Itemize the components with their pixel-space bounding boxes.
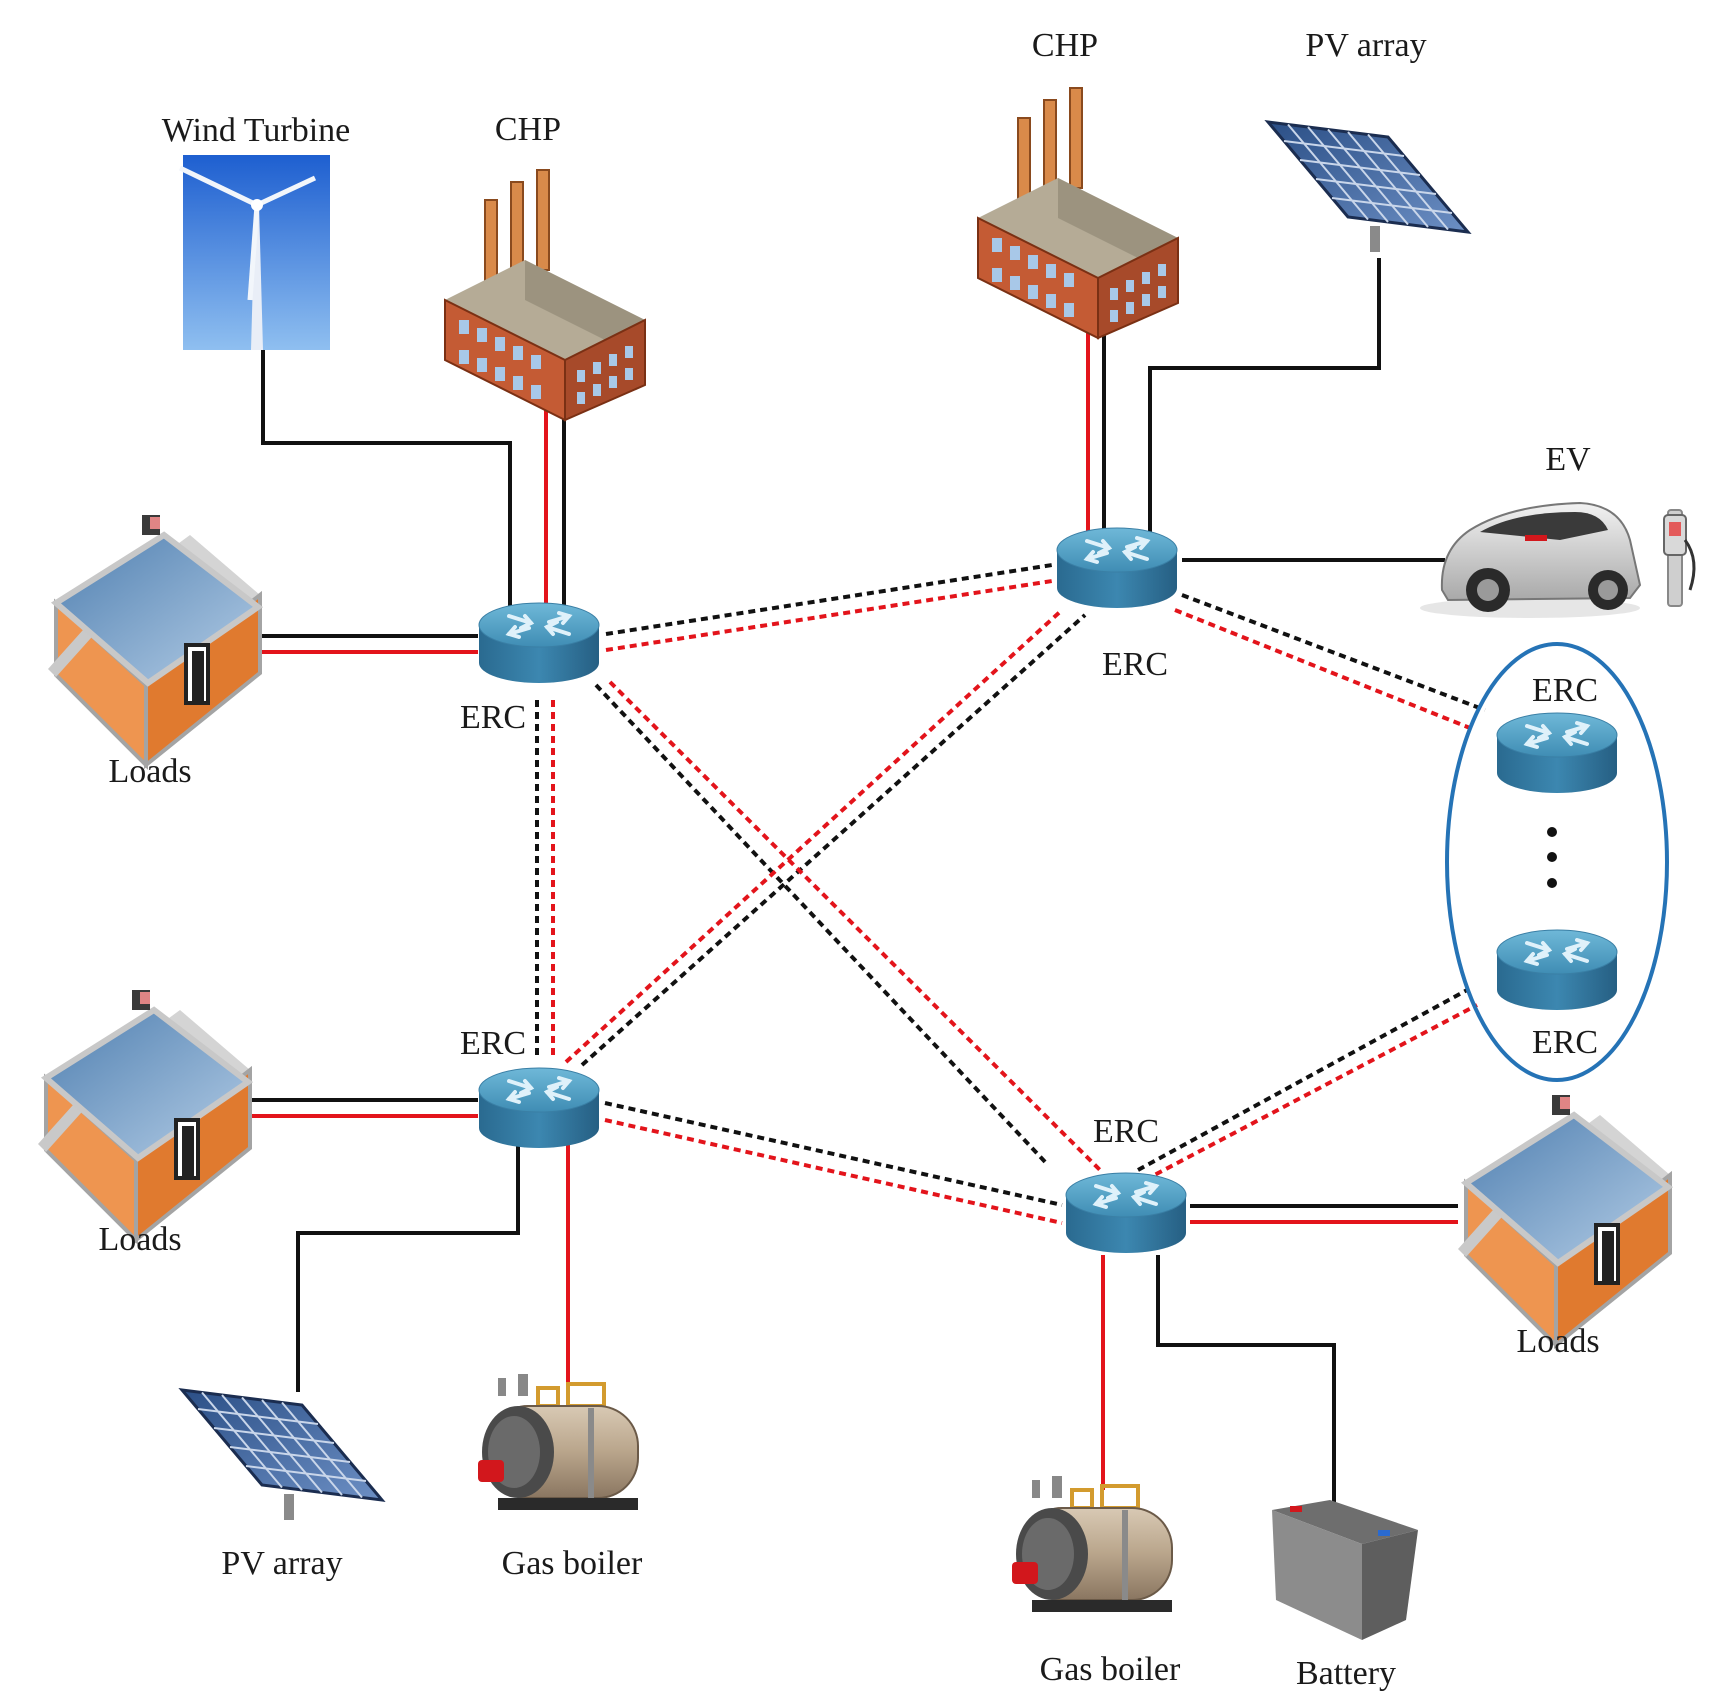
gas-boiler-left: [476, 1372, 640, 1512]
label-erc-top-left: ERC: [460, 699, 526, 736]
labels: Wind Turbine CHP CHP PV array EV Loads L…: [98, 27, 1599, 1692]
house-icon: [1456, 1095, 1670, 1345]
label-battery: Battery: [1296, 1655, 1396, 1692]
label-erc-group-bottom: ERC: [1532, 1024, 1598, 1061]
label-chp-right: CHP: [1032, 27, 1098, 64]
ellipsis-dot: [1547, 878, 1557, 888]
erc-router-top-right[interactable]: [1055, 526, 1179, 610]
electric-connections: [238, 258, 1458, 1505]
ellipsis-dot: [1547, 852, 1557, 862]
battery: [1272, 1500, 1418, 1640]
ev: [1420, 501, 1696, 618]
router-icon: [1055, 526, 1179, 610]
gas-boiler-icon: [1010, 1474, 1174, 1614]
chp-right: [977, 87, 1179, 339]
ev-charger-icon: [1663, 509, 1696, 607]
solar-panel-icon: [1266, 120, 1470, 254]
solar-panel-icon: [180, 1388, 384, 1522]
label-chp-left: CHP: [495, 111, 561, 148]
erc-router-bottom-right[interactable]: [1064, 1171, 1188, 1255]
house-icon: [36, 990, 250, 1240]
label-pv-array-bottom: PV array: [221, 1545, 342, 1582]
label-gas-boiler-right: Gas boiler: [1040, 1651, 1181, 1688]
label-erc-bottom-left: ERC: [460, 1025, 526, 1062]
label-erc-top-right: ERC: [1102, 646, 1168, 683]
router-icon: [477, 601, 601, 685]
label-loads-bottom-left: Loads: [98, 1221, 181, 1258]
house-icon: [46, 515, 260, 765]
line-erc-bl-to-pv: [296, 1145, 520, 1392]
ellipsis-dot: [1547, 827, 1557, 837]
erc-interconnections: [535, 563, 1486, 1225]
heat-connections: [238, 282, 1458, 1490]
label-gas-boiler-left: Gas boiler: [502, 1545, 643, 1582]
chp-left: [444, 169, 646, 421]
erc-group: [1445, 642, 1669, 1082]
loads-right: [1456, 1095, 1670, 1345]
label-erc-group-top: ERC: [1532, 672, 1598, 709]
battery-icon: [1272, 1500, 1418, 1640]
wind-turbine: [178, 155, 330, 350]
label-loads-right: Loads: [1516, 1323, 1599, 1360]
pv-array-bottom: [180, 1388, 384, 1522]
factory-icon: [977, 87, 1179, 339]
line-erc-br-to-battery: [1156, 1255, 1336, 1505]
router-icon: [1495, 928, 1619, 1012]
pv-array-top: [1266, 120, 1470, 254]
erc-router-bottom-left[interactable]: [477, 1066, 601, 1150]
electric-car-icon: [1420, 501, 1642, 618]
factory-icon: [444, 169, 646, 421]
line-pv-top-to-erc: [1148, 258, 1381, 545]
label-erc-bottom-right: ERC: [1093, 1113, 1159, 1150]
label-pv-array-top: PV array: [1305, 27, 1426, 64]
erc-group-ellipse: [1445, 642, 1669, 1082]
router-icon: [1495, 711, 1619, 795]
gas-boiler-right: [1010, 1474, 1174, 1614]
gas-boiler-icon: [476, 1372, 640, 1512]
router-icon: [477, 1066, 601, 1150]
erc-router-top-left[interactable]: [477, 601, 601, 685]
label-ev: EV: [1545, 441, 1591, 478]
line-wind-to-erc: [261, 350, 512, 632]
label-wind-turbine: Wind Turbine: [162, 112, 351, 149]
label-loads-top-left: Loads: [108, 753, 191, 790]
loads-top-left: [46, 515, 260, 765]
loads-bottom-left: [36, 990, 250, 1240]
router-icon: [1064, 1171, 1188, 1255]
